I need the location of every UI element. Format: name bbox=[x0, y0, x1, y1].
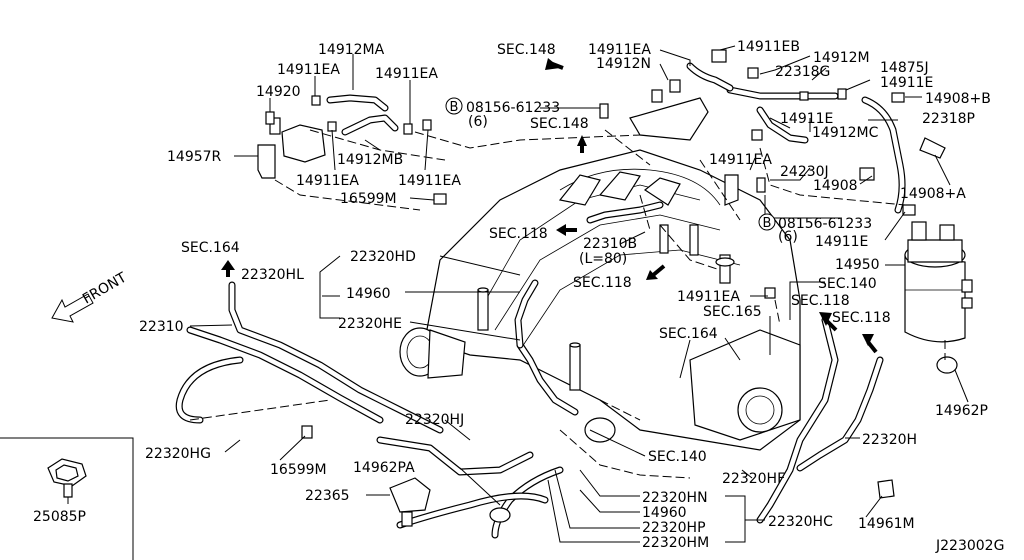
hoses bbox=[175, 62, 906, 539]
part-label-14911EB: 14911EB bbox=[737, 39, 800, 55]
part-label-14960: 14960 bbox=[346, 286, 391, 302]
part-label-22320HP: 22320HP bbox=[642, 520, 706, 536]
part-label-22318P: 22318P bbox=[922, 111, 975, 127]
part-label-16599M: 16599M bbox=[270, 462, 327, 478]
part-label-14911E: 14911E bbox=[880, 75, 933, 91]
arrow-sec164-a bbox=[221, 260, 235, 277]
part-label-22320HF: 22320HF bbox=[722, 471, 785, 487]
part-label-22320HD: 22320HD bbox=[350, 249, 416, 265]
part-label-25085P: 25085P bbox=[33, 509, 86, 525]
part-label-22310: 22310 bbox=[139, 319, 184, 335]
section-ref-sec148: SEC.148 bbox=[530, 116, 589, 132]
section-ref-sec148: SEC.148 bbox=[497, 42, 556, 58]
bolt-symbol-a-letter: B bbox=[450, 100, 459, 115]
bolt-symbol-b: B bbox=[758, 213, 776, 231]
section-ref-sec118: SEC.118 bbox=[832, 310, 891, 326]
part-label-14911EA: 14911EA bbox=[277, 62, 340, 78]
front-arrow bbox=[51, 293, 94, 323]
arrow-sec148-a bbox=[545, 58, 564, 70]
part-label-14912MB: 14912MB bbox=[337, 152, 403, 168]
canister-14950-drawing bbox=[904, 221, 973, 343]
part-label-14920: 14920 bbox=[256, 84, 301, 100]
part-label-14912M: 14912M bbox=[813, 50, 870, 66]
part-label-22320HL: 22320HL bbox=[241, 267, 304, 283]
part-label-22320HC: 22320HC bbox=[768, 514, 833, 530]
part-label-22320HJ: 22320HJ bbox=[405, 412, 464, 428]
part-labels: 14912MA 14911EA 14911EA 14920 14957R 149… bbox=[33, 39, 991, 551]
part-label-14911EA: 14911EA bbox=[375, 66, 438, 82]
inset-25085P bbox=[0, 437, 134, 560]
part-label-14912N: 14912N bbox=[596, 56, 651, 72]
section-refs: SEC.148 SEC.148 SEC.118 SEC.118 SEC.164 … bbox=[181, 42, 891, 465]
section-ref-sec118: SEC.118 bbox=[791, 293, 850, 309]
section-ref-sec118: SEC.118 bbox=[573, 275, 632, 291]
diagram-code: J223002G bbox=[935, 538, 1004, 554]
part-label-22320HM: 22320HM bbox=[642, 535, 709, 551]
section-ref-sec140: SEC.140 bbox=[648, 449, 707, 465]
part-label-bolt-08156-61233: 08156-61233 bbox=[778, 216, 872, 232]
part-label-14911E: 14911E bbox=[815, 234, 868, 250]
section-ref-sec165: SEC.165 bbox=[703, 304, 762, 320]
part-label-22320HG: 22320HG bbox=[145, 446, 211, 462]
section-ref-sec164: SEC.164 bbox=[181, 240, 240, 256]
part-label-22365: 22365 bbox=[305, 488, 350, 504]
leader-lines bbox=[67, 45, 969, 543]
part-label-14960: 14960 bbox=[642, 505, 687, 521]
part-label-14911EA: 14911EA bbox=[296, 173, 359, 189]
engine-block-drawing bbox=[399, 149, 801, 451]
part-label-24230J: 24230J bbox=[780, 164, 829, 180]
part-label-14911EA: 14911EA bbox=[588, 42, 651, 58]
part-label-14961M: 14961M bbox=[858, 516, 915, 532]
part-label-22320HE: 22320HE bbox=[338, 316, 402, 332]
part-label-bolt-qty: (6) bbox=[778, 229, 798, 245]
arrow-sec118-c bbox=[819, 312, 838, 332]
part-label-14957R: 14957R bbox=[167, 149, 222, 165]
arrow-sec118-a bbox=[556, 224, 577, 236]
part-label-bolt-qty: (6) bbox=[468, 114, 488, 130]
small-components bbox=[257, 49, 958, 527]
bolt-symbol-b-letter: B bbox=[763, 216, 772, 231]
arrows bbox=[51, 58, 878, 354]
part-label-14908: 14908 bbox=[813, 178, 858, 194]
part-label-14911EA: 14911EA bbox=[677, 289, 740, 305]
part-label-14911EA: 14911EA bbox=[709, 152, 772, 168]
part-label-14962PA: 14962PA bbox=[353, 460, 415, 476]
part-label-14908-B: 14908+B bbox=[925, 91, 991, 107]
part-label-14911EA: 14911EA bbox=[398, 173, 461, 189]
section-ref-sec118: SEC.118 bbox=[489, 226, 548, 242]
part-label-14911E: 14911E bbox=[780, 111, 833, 127]
part-label-14875J: 14875J bbox=[880, 60, 929, 76]
part-label-14950: 14950 bbox=[835, 257, 880, 273]
part-label-22320H: 22320H bbox=[862, 432, 917, 448]
front-direction-label: FRONT bbox=[80, 269, 130, 307]
arrow-sec118-b bbox=[646, 264, 666, 280]
part-label-22310B-length: (L=80) bbox=[579, 251, 627, 267]
part-label-14912MA: 14912MA bbox=[318, 42, 385, 58]
sensor-25085P-drawing bbox=[47, 458, 87, 498]
arrow-sec118-d bbox=[862, 334, 878, 354]
part-label-14908-A: 14908+A bbox=[900, 186, 966, 202]
part-label-14962P: 14962P bbox=[935, 403, 988, 419]
section-ref-sec164: SEC.164 bbox=[659, 326, 718, 342]
part-label-16599M: 16599M bbox=[340, 191, 397, 207]
bolt-symbol-a: B bbox=[445, 97, 463, 115]
part-label-22318G: 22318G bbox=[775, 64, 830, 80]
section-ref-sec140: SEC.140 bbox=[818, 276, 877, 292]
arrow-sec148-b bbox=[577, 135, 587, 153]
part-label-22320HN: 22320HN bbox=[642, 490, 708, 506]
part-label-22310B: 22310B bbox=[583, 236, 637, 252]
part-label-bolt-08156-61233: 08156-61233 bbox=[466, 100, 560, 116]
part-label-14912MC: 14912MC bbox=[812, 125, 879, 141]
